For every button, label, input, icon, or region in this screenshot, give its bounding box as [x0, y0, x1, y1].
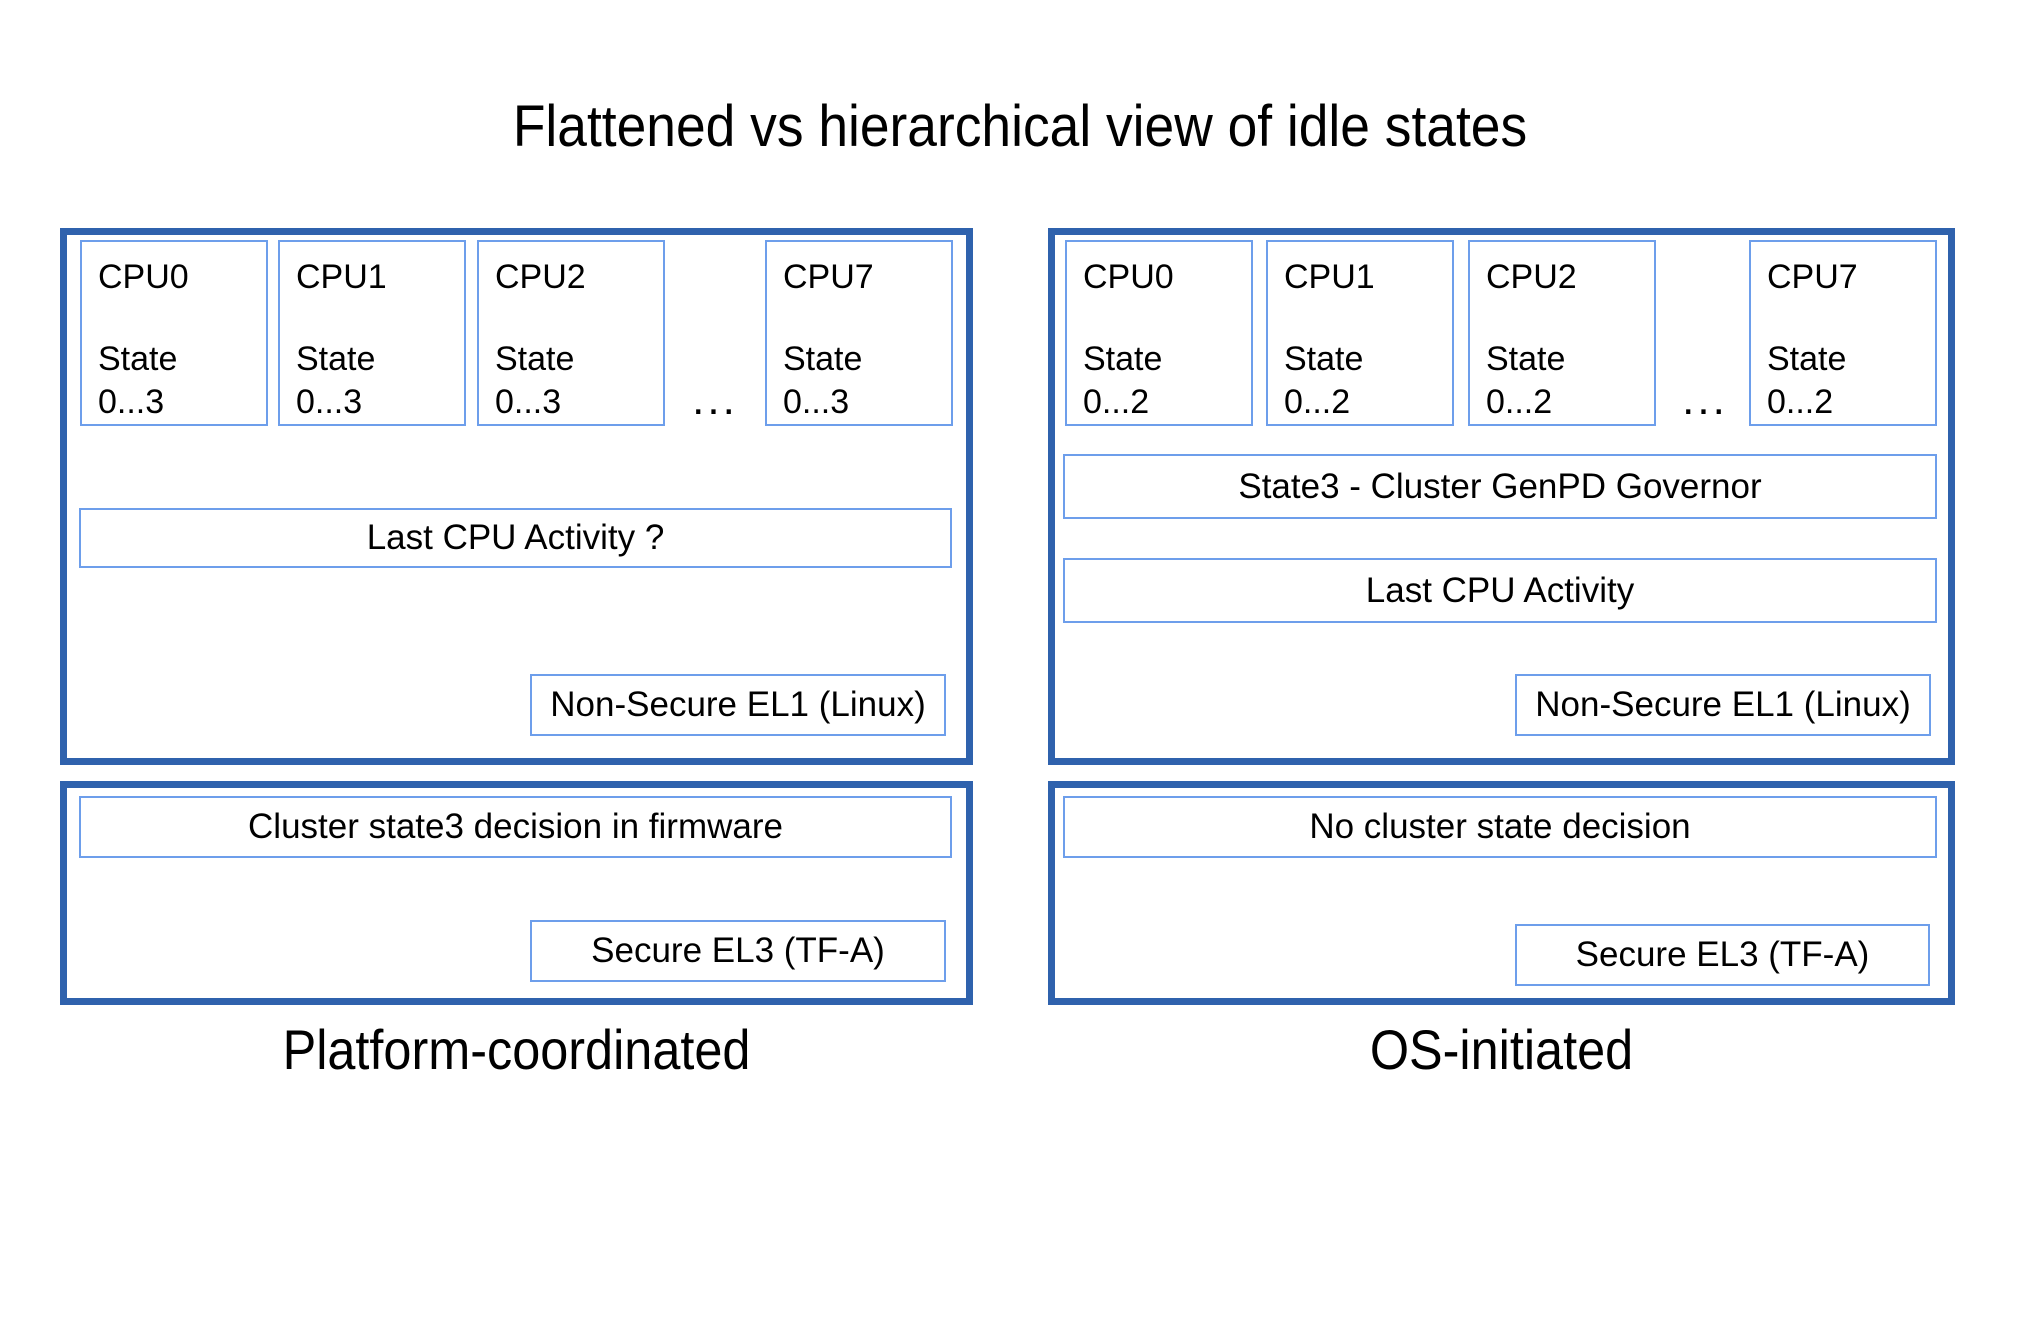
secure-el3-box: Secure EL3 (TF-A)	[1515, 924, 1930, 986]
cpu-state-word: State	[1083, 340, 1163, 378]
cpu-name-label: CPU2	[495, 258, 586, 296]
cpu-box: CPU2 State 0...3	[477, 240, 665, 426]
cpu-box: CPU0 State 0...2	[1065, 240, 1253, 426]
secure-el3-box: Secure EL3 (TF-A)	[530, 920, 946, 982]
cpu-state-range: 0...3	[495, 383, 562, 421]
cpu-state-word: State	[495, 340, 575, 378]
caption-os-initiated: OS-initiated	[1369, 1018, 1634, 1081]
os-initiated-firmware-panel: No cluster state decision Secure EL3 (TF…	[1048, 781, 1955, 1005]
cpu-state-label: State 0...2	[1284, 338, 1363, 424]
platform-os-panel: CPU0 State 0...3 CPU1 State 0...3 CPU2 S…	[60, 228, 973, 765]
page-title: Flattened vs hierarchical view of idle s…	[512, 94, 1528, 159]
os-initiated-os-panel: CPU0 State 0...2 CPU1 State 0...2 CPU2 S…	[1048, 228, 1955, 765]
cpu-box: CPU1 State 0...3	[278, 240, 466, 426]
cpu-box: CPU7 State 0...2	[1749, 240, 1937, 426]
cpu-state-range: 0...2	[1767, 383, 1834, 421]
non-secure-el1-box: Non-Secure EL1 (Linux)	[530, 674, 946, 736]
cpu-state-label: State 0...3	[296, 338, 375, 424]
cpu-state-range: 0...3	[783, 383, 850, 421]
cpu-name-label: CPU1	[1284, 258, 1375, 296]
cpu-state-word: State	[1486, 340, 1566, 378]
cpu-state-word: State	[1284, 340, 1364, 378]
cluster-genpd-governor-box: State3 - Cluster GenPD Governor	[1063, 454, 1937, 519]
cpu-state-word: State	[783, 340, 863, 378]
cpu-state-range: 0...3	[98, 383, 165, 421]
cpu-state-label: State 0...3	[783, 338, 862, 424]
cpu-state-label: State 0...2	[1767, 338, 1846, 424]
cpu-state-label: State 0...2	[1486, 338, 1565, 424]
cpu-ellipsis: ...	[692, 375, 738, 424]
cpu-name-label: CPU0	[98, 258, 189, 296]
cpu-box: CPU7 State 0...3	[765, 240, 953, 426]
cpu-state-label: State 0...3	[495, 338, 574, 424]
cluster-decision-box: No cluster state decision	[1063, 796, 1937, 858]
cpu-state-range: 0...3	[296, 383, 363, 421]
cpu-state-range: 0...2	[1083, 383, 1150, 421]
cluster-decision-box: Cluster state3 decision in firmware	[79, 796, 952, 858]
cpu-state-label: State 0...2	[1083, 338, 1162, 424]
last-cpu-activity-box: Last CPU Activity	[1063, 558, 1937, 623]
cpu-ellipsis: ...	[1682, 375, 1728, 424]
cpu-box: CPU1 State 0...2	[1266, 240, 1454, 426]
cpu-state-word: State	[296, 340, 376, 378]
cpu-state-word: State	[1767, 340, 1847, 378]
cpu-name-label: CPU7	[783, 258, 874, 296]
last-cpu-activity-box: Last CPU Activity ?	[79, 508, 952, 568]
cpu-name-label: CPU0	[1083, 258, 1174, 296]
cpu-state-word: State	[98, 340, 178, 378]
cpu-name-label: CPU7	[1767, 258, 1858, 296]
cpu-state-range: 0...2	[1486, 383, 1553, 421]
cpu-name-label: CPU2	[1486, 258, 1577, 296]
platform-firmware-panel: Cluster state3 decision in firmware Secu…	[60, 781, 973, 1005]
cpu-state-label: State 0...3	[98, 338, 177, 424]
caption-platform-coordinated: Platform-coordinated	[282, 1018, 751, 1081]
cpu-name-label: CPU1	[296, 258, 387, 296]
cpu-state-range: 0...2	[1284, 383, 1351, 421]
non-secure-el1-box: Non-Secure EL1 (Linux)	[1515, 674, 1931, 736]
cpu-box: CPU2 State 0...2	[1468, 240, 1656, 426]
cpu-box: CPU0 State 0...3	[80, 240, 268, 426]
